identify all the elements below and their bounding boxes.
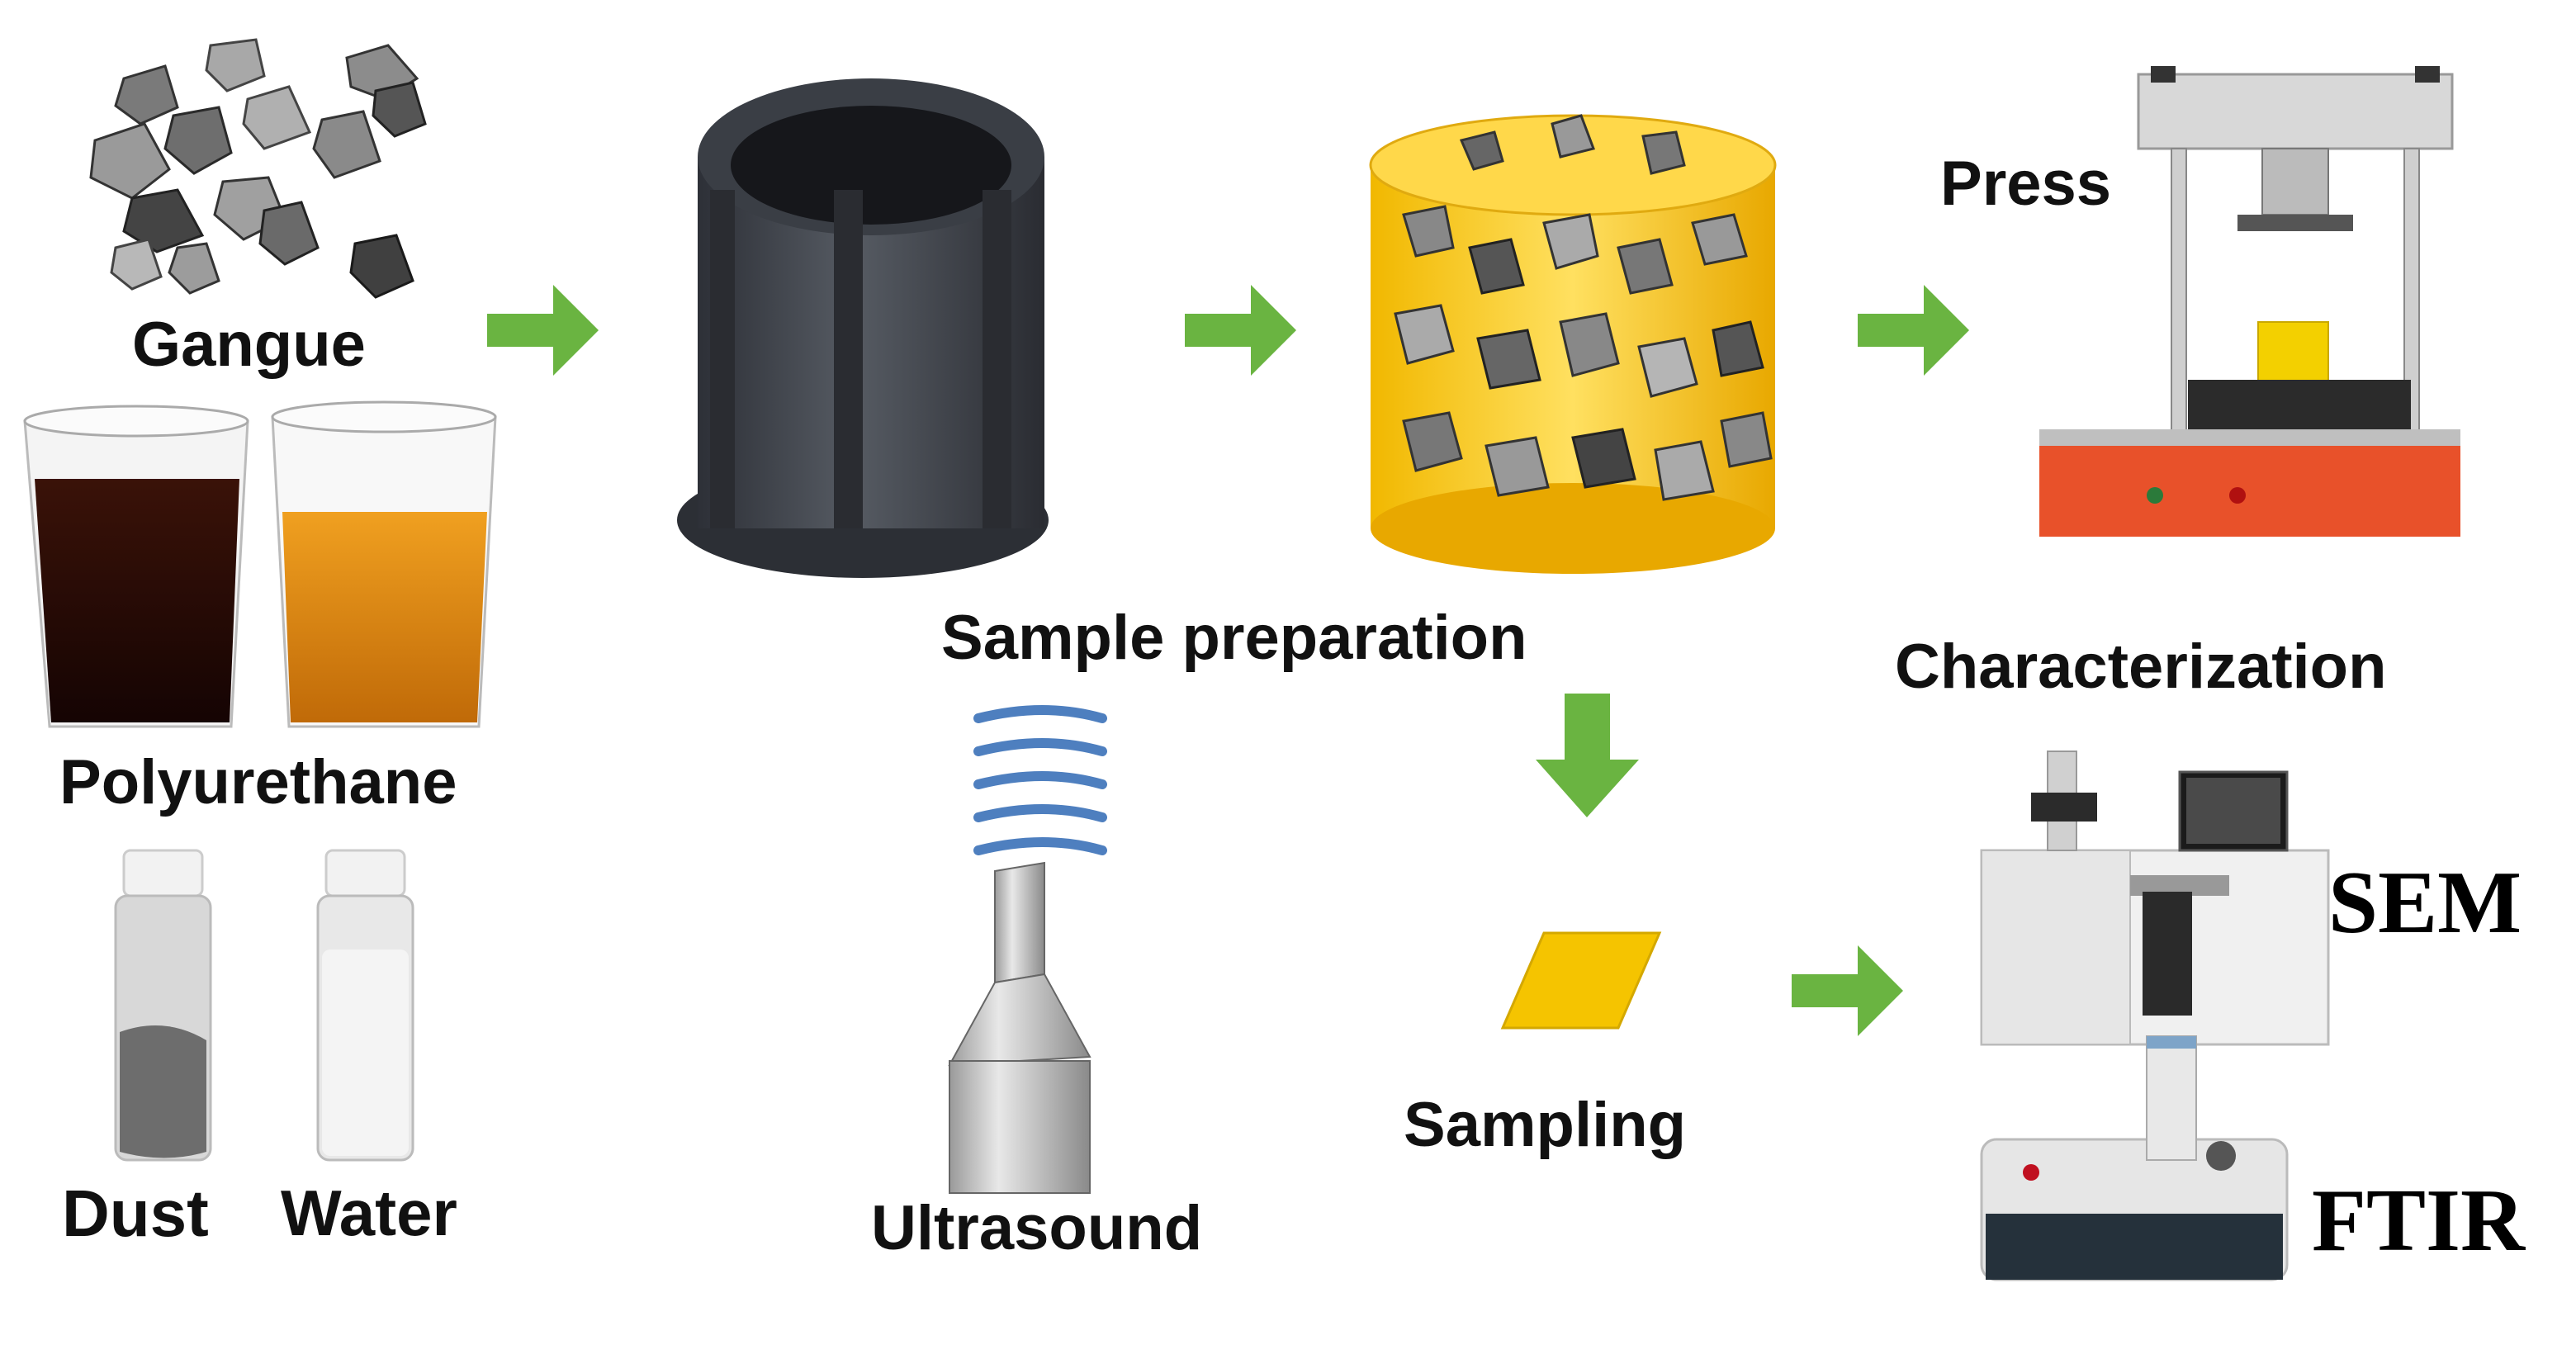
dust-water-vials-image — [114, 849, 414, 1162]
arrow-3 — [1858, 285, 1969, 376]
sem-instrument-image — [1980, 751, 2330, 1046]
ftir-instrument-image — [1980, 1035, 2289, 1281]
label-polyurethane: Polyurethane — [59, 747, 457, 817]
label-ultrasound: Ultrasound — [871, 1193, 1203, 1263]
gangue-rocks-image — [89, 38, 427, 299]
arrow-1 — [487, 285, 599, 376]
label-sample-preparation: Sample preparation — [941, 603, 1527, 673]
label-press: Press — [1940, 149, 2112, 219]
press-machine-image — [2039, 66, 2460, 537]
label-water: Water — [281, 1177, 457, 1249]
label-characterization: Characterization — [1895, 632, 2387, 702]
label-dust: Dust — [62, 1177, 209, 1250]
polyurethane-cups-image — [23, 400, 497, 728]
arrow-down — [1536, 694, 1639, 817]
sample-cylinder-image — [1369, 114, 1777, 574]
arrow-4 — [1792, 945, 1903, 1036]
mold-image — [677, 78, 1049, 578]
arrow-2 — [1185, 285, 1296, 376]
label-sem: SEM — [2328, 854, 2522, 952]
label-gangue: Gangue — [132, 310, 366, 380]
ultrasound-probe-image — [948, 705, 1107, 1194]
label-sampling: Sampling — [1404, 1090, 1687, 1160]
label-ftir: FTIR — [2312, 1172, 2526, 1270]
sampling-piece-icon — [1500, 931, 1662, 1030]
